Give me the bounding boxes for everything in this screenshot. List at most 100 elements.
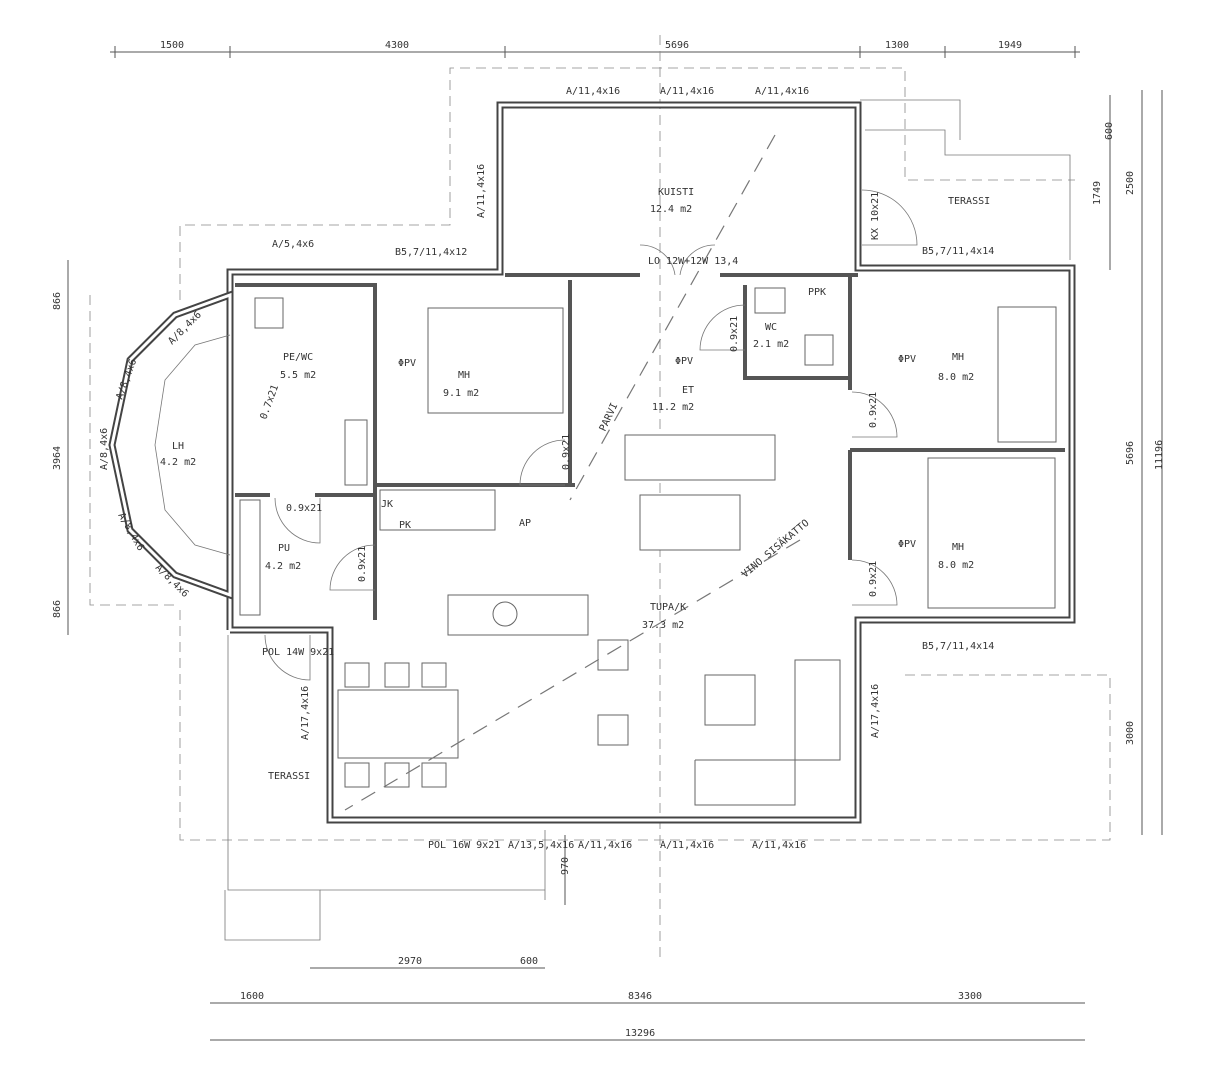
- dim-right-3: 1749: [1092, 181, 1103, 205]
- dim-bottom-total: 13296: [625, 1028, 655, 1039]
- exterior-walls: [226, 101, 1076, 824]
- shower-bench: [344, 419, 368, 486]
- room-pu-area: 4.2 m2: [265, 561, 301, 572]
- room-lh-name: LH: [172, 441, 184, 452]
- stove: [492, 601, 518, 627]
- room-mh3-area: 8.0 m2: [938, 560, 974, 571]
- door-wc-label: 0.9x21: [729, 316, 740, 352]
- window-label: A/11,4x16: [660, 840, 714, 851]
- window-label: A/8,4x6: [99, 428, 110, 470]
- ppk-label: PPK: [808, 287, 826, 298]
- window-label: B5,7/11,4x14: [922, 246, 994, 257]
- window-label: A/8,4x6: [114, 358, 139, 401]
- room-pu-name: PU: [278, 543, 290, 554]
- stairs: [624, 434, 776, 481]
- dim-right-1: 600: [1104, 122, 1115, 140]
- window-label: A/17,4x16: [870, 684, 881, 738]
- room-kuisti-name: KUISTI: [658, 187, 694, 198]
- room-mh2-area: 8.0 m2: [938, 372, 974, 383]
- room-tupa-name: TUPA/K: [650, 602, 686, 613]
- dim-top-5: 1949: [998, 40, 1022, 51]
- room-tupa-area: 37.3 m2: [642, 620, 684, 631]
- room-labels: KUISTI 12.4 m2 TERASSI PE/WC 5.5 m2 MH 9…: [160, 187, 990, 782]
- jk-label: JK: [381, 499, 393, 510]
- toilet: [254, 297, 284, 329]
- window-label: A/11,4x16: [752, 840, 806, 851]
- furniture: [239, 287, 1057, 806]
- window-label: B5,7/11,4x14: [922, 641, 994, 652]
- room-et-area: 11.2 m2: [652, 402, 694, 413]
- pv-mark-4: ΦPV: [898, 539, 916, 550]
- window-label: A/11,4x16: [566, 86, 620, 97]
- bay-window-lh: [108, 290, 234, 600]
- door-terrace-label: KX 10x21: [870, 192, 881, 240]
- room-lh-area: 4.2 m2: [160, 457, 196, 468]
- dim-top-4: 1300: [885, 40, 909, 51]
- dim-bottom-2: 8346: [628, 991, 652, 1002]
- sofa: [694, 659, 841, 806]
- dim-bottom-3: 3300: [958, 991, 982, 1002]
- roof-outline: [89, 67, 1111, 841]
- sauna-bench: [239, 499, 261, 616]
- single-bed: [997, 306, 1057, 443]
- dim-top-2: 4300: [385, 40, 409, 51]
- window-label: A/11,4x16: [755, 86, 809, 97]
- window-label: A/11,4x16: [476, 164, 487, 218]
- dim-left-1: 866: [52, 292, 63, 310]
- double-bed: [427, 307, 564, 414]
- dim-right-2: 2500: [1125, 171, 1136, 195]
- toilet-2: [804, 334, 834, 366]
- window-label: A/5,4x6: [272, 239, 314, 250]
- room-wc-area: 2.1 m2: [753, 339, 789, 350]
- window-label: B5,7/11,4x12: [395, 247, 467, 258]
- dim-bottom-inner-1: 2970: [398, 956, 422, 967]
- dim-top-1: 1500: [160, 40, 184, 51]
- dim-top-3: 5696: [665, 40, 689, 51]
- dim-right-4: 5696: [1125, 441, 1136, 465]
- room-et-name: ET: [682, 385, 694, 396]
- main-door-label: LO 12W+12W 13,4: [648, 256, 738, 267]
- kitchen-island: [447, 594, 589, 636]
- dimension-labels: 1500 4300 5696 1300 1949 2970 600 1600 8…: [52, 40, 1165, 1039]
- pv-mark-1: ΦPV: [398, 358, 416, 369]
- sink: [754, 287, 786, 314]
- room-pewc-area: 5.5 m2: [280, 370, 316, 381]
- dimension-lines: [67, 35, 1163, 1041]
- dim-right-5: 3000: [1125, 721, 1136, 745]
- room-kuisti-area: 12.4 m2: [650, 204, 692, 215]
- room-mh3-name: MH: [952, 542, 964, 553]
- fireplace: [639, 494, 741, 551]
- terrace-ne: [860, 99, 1071, 260]
- loft-lines: [344, 134, 801, 811]
- dim-left-2: 3964: [52, 446, 63, 470]
- door-pewc-label: 0.7x21: [258, 383, 281, 421]
- terrace-sw: [224, 635, 546, 941]
- door-mh2-label: 0.9x21: [868, 392, 879, 428]
- ap-label: AP: [519, 518, 531, 529]
- door-pol14-label: POL 14W 9x21: [262, 647, 334, 658]
- dim-left-3: 866: [52, 600, 63, 618]
- kitchen-counter: [379, 489, 496, 531]
- window-label: A/13,5,4x16: [508, 840, 574, 851]
- window-label: A/17,4x16: [300, 686, 311, 740]
- room-mh2-name: MH: [952, 352, 964, 363]
- doors: [264, 189, 918, 681]
- pv-mark-2: ΦPV: [675, 356, 693, 367]
- vino-label: VINO SISÄKATTO: [739, 516, 812, 580]
- double-bed-2: [927, 457, 1056, 609]
- door-pu-label: 0.9x21: [286, 503, 322, 514]
- pk-label: PK: [399, 520, 411, 531]
- room-terassi-ne: TERASSI: [948, 196, 990, 207]
- dim-bottom-inner-2: 600: [520, 956, 538, 967]
- room-mh1-name: MH: [458, 370, 470, 381]
- room-mh1-area: 9.1 m2: [443, 388, 479, 399]
- room-pewc-name: PE/WC: [283, 352, 313, 363]
- window-label: A/11,4x16: [660, 86, 714, 97]
- dim-bottom-1: 1600: [240, 991, 264, 1002]
- door-mh1-label: 0.9x21: [561, 434, 572, 470]
- window-label: A/11,4x16: [578, 840, 632, 851]
- dining-table: [337, 689, 459, 759]
- door-mh3-label: 0.9x21: [868, 561, 879, 597]
- dim-porch: 970: [560, 857, 571, 875]
